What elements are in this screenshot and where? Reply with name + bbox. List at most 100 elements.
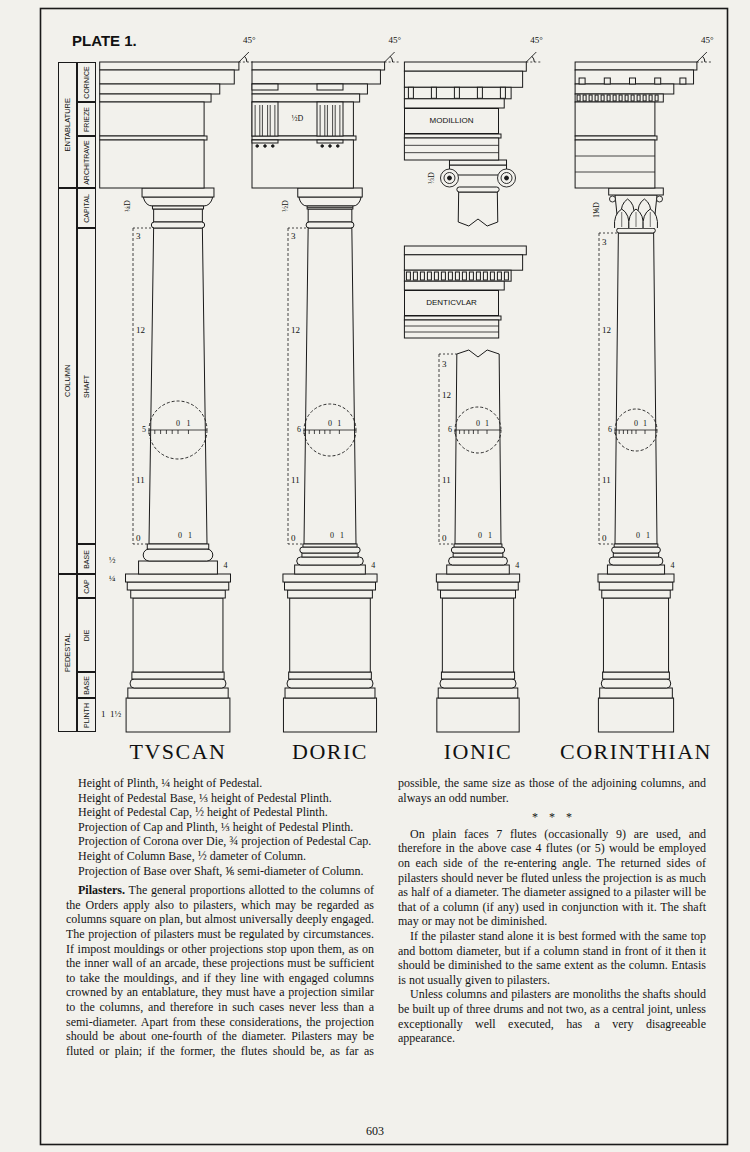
dimension-number: 11 xyxy=(291,476,300,485)
mutule xyxy=(317,84,343,90)
scale-tick xyxy=(627,430,628,434)
modillion xyxy=(655,78,661,84)
dentil xyxy=(625,95,628,101)
cymatium xyxy=(575,62,697,70)
body-text: Height of Column Base, ½ dameter of Colu… xyxy=(78,849,306,863)
ruler-band: BASE xyxy=(77,544,96,574)
scale-tick xyxy=(468,430,469,434)
architrave xyxy=(252,140,353,188)
scale-tick xyxy=(473,430,474,434)
helix xyxy=(657,196,663,202)
paragraph: Height of Pedestal Base, ⅓ height of Ped… xyxy=(66,791,374,806)
dimension-number: 12 xyxy=(602,326,611,335)
pedestal-plinth xyxy=(437,698,519,732)
pedestal-cap xyxy=(599,582,673,590)
dimension-number: 11 xyxy=(136,476,145,485)
body-text: Height of Plinth, ¼ height of Pedestal.H… xyxy=(66,776,706,1058)
frieze xyxy=(575,102,655,136)
scale-number: 1 xyxy=(485,420,489,428)
corona xyxy=(100,70,235,84)
modillion xyxy=(454,87,459,98)
scale-tick xyxy=(160,430,161,434)
dimension-number: 1 xyxy=(488,532,492,540)
volute xyxy=(498,169,516,187)
taenia xyxy=(252,136,356,140)
pedestal-cap xyxy=(438,582,519,590)
corona xyxy=(252,70,380,84)
fascia-line xyxy=(575,156,655,157)
angle-arc xyxy=(390,56,392,62)
echinus xyxy=(143,197,213,206)
abacus xyxy=(449,160,506,165)
dentil xyxy=(462,272,466,280)
base-fillet xyxy=(614,544,658,547)
angle-arc xyxy=(245,56,247,62)
module-label: ½D xyxy=(282,200,290,212)
leaf-rib xyxy=(621,212,622,227)
fascia-line xyxy=(404,332,498,333)
dentil xyxy=(483,272,487,280)
bed-moulding xyxy=(404,270,511,281)
base-torus xyxy=(297,557,364,565)
page-frame xyxy=(41,9,728,1145)
modillion xyxy=(604,78,610,84)
modillion xyxy=(579,78,585,84)
order-name: TVSCAN xyxy=(129,741,226,763)
angle-line xyxy=(385,52,395,62)
dentil xyxy=(469,272,473,280)
module-label: ⅓D xyxy=(428,172,436,184)
module-label: ¼D xyxy=(124,200,132,212)
annulet xyxy=(307,207,353,208)
dimension-number: 11 xyxy=(442,476,451,485)
gutta xyxy=(321,145,324,148)
band-label: COLUMN xyxy=(64,365,72,398)
dimension-number: ¼ xyxy=(109,574,116,583)
band-label: PEDESTAL xyxy=(64,634,72,673)
dentil xyxy=(434,272,438,280)
dentil xyxy=(413,272,417,280)
astragal xyxy=(306,222,354,228)
base-fillet xyxy=(454,544,502,547)
pedestal-die xyxy=(442,598,513,672)
pedestal-cap xyxy=(436,574,519,582)
band-label: CAPITAL xyxy=(83,194,90,223)
band-label: BASE xyxy=(83,676,90,695)
modillion xyxy=(408,87,413,98)
angle-label: 45° xyxy=(530,36,543,45)
paragraph: Projection of Cap and Plinth, ⅓ height o… xyxy=(66,820,374,835)
architrave xyxy=(575,140,655,188)
modillion xyxy=(500,87,505,98)
pedestal-cap xyxy=(283,574,377,582)
base-plinth xyxy=(447,565,510,574)
modillion xyxy=(630,78,636,84)
dimension-number: 3 xyxy=(442,360,447,369)
dimension-number: 12 xyxy=(442,391,451,400)
base-fillet xyxy=(147,544,208,549)
scale-tick xyxy=(339,430,340,434)
dentil xyxy=(655,95,658,101)
paragraph: Unless columns and pilasters are monolit… xyxy=(398,987,706,1045)
fascia-line xyxy=(404,145,498,146)
fascia-line xyxy=(575,172,655,173)
pedestal-base xyxy=(130,679,226,688)
triglyph-groove xyxy=(327,105,328,136)
ruler-band: BASE xyxy=(77,672,96,698)
angle-arc xyxy=(532,56,534,62)
dimension-number: 11 xyxy=(602,476,611,485)
band-label: CORNICE xyxy=(83,66,90,98)
frieze xyxy=(252,102,353,136)
triglyph-groove xyxy=(320,105,321,136)
dentil xyxy=(420,272,424,280)
regula xyxy=(317,140,343,143)
cymatium xyxy=(252,62,385,70)
body-text: Projection of Base over Shaft, ⅙ semi-di… xyxy=(78,864,364,878)
ruler-band: CORNICE xyxy=(77,62,96,102)
base-scotia xyxy=(302,553,358,557)
scale-tick xyxy=(319,430,320,434)
pedestal-cap xyxy=(598,574,674,582)
base-scotia xyxy=(453,553,503,557)
volute xyxy=(444,173,455,184)
dimension-tick xyxy=(599,544,615,545)
frieze-band: DENTICVLAR xyxy=(404,290,498,316)
dimension-line xyxy=(439,354,440,544)
